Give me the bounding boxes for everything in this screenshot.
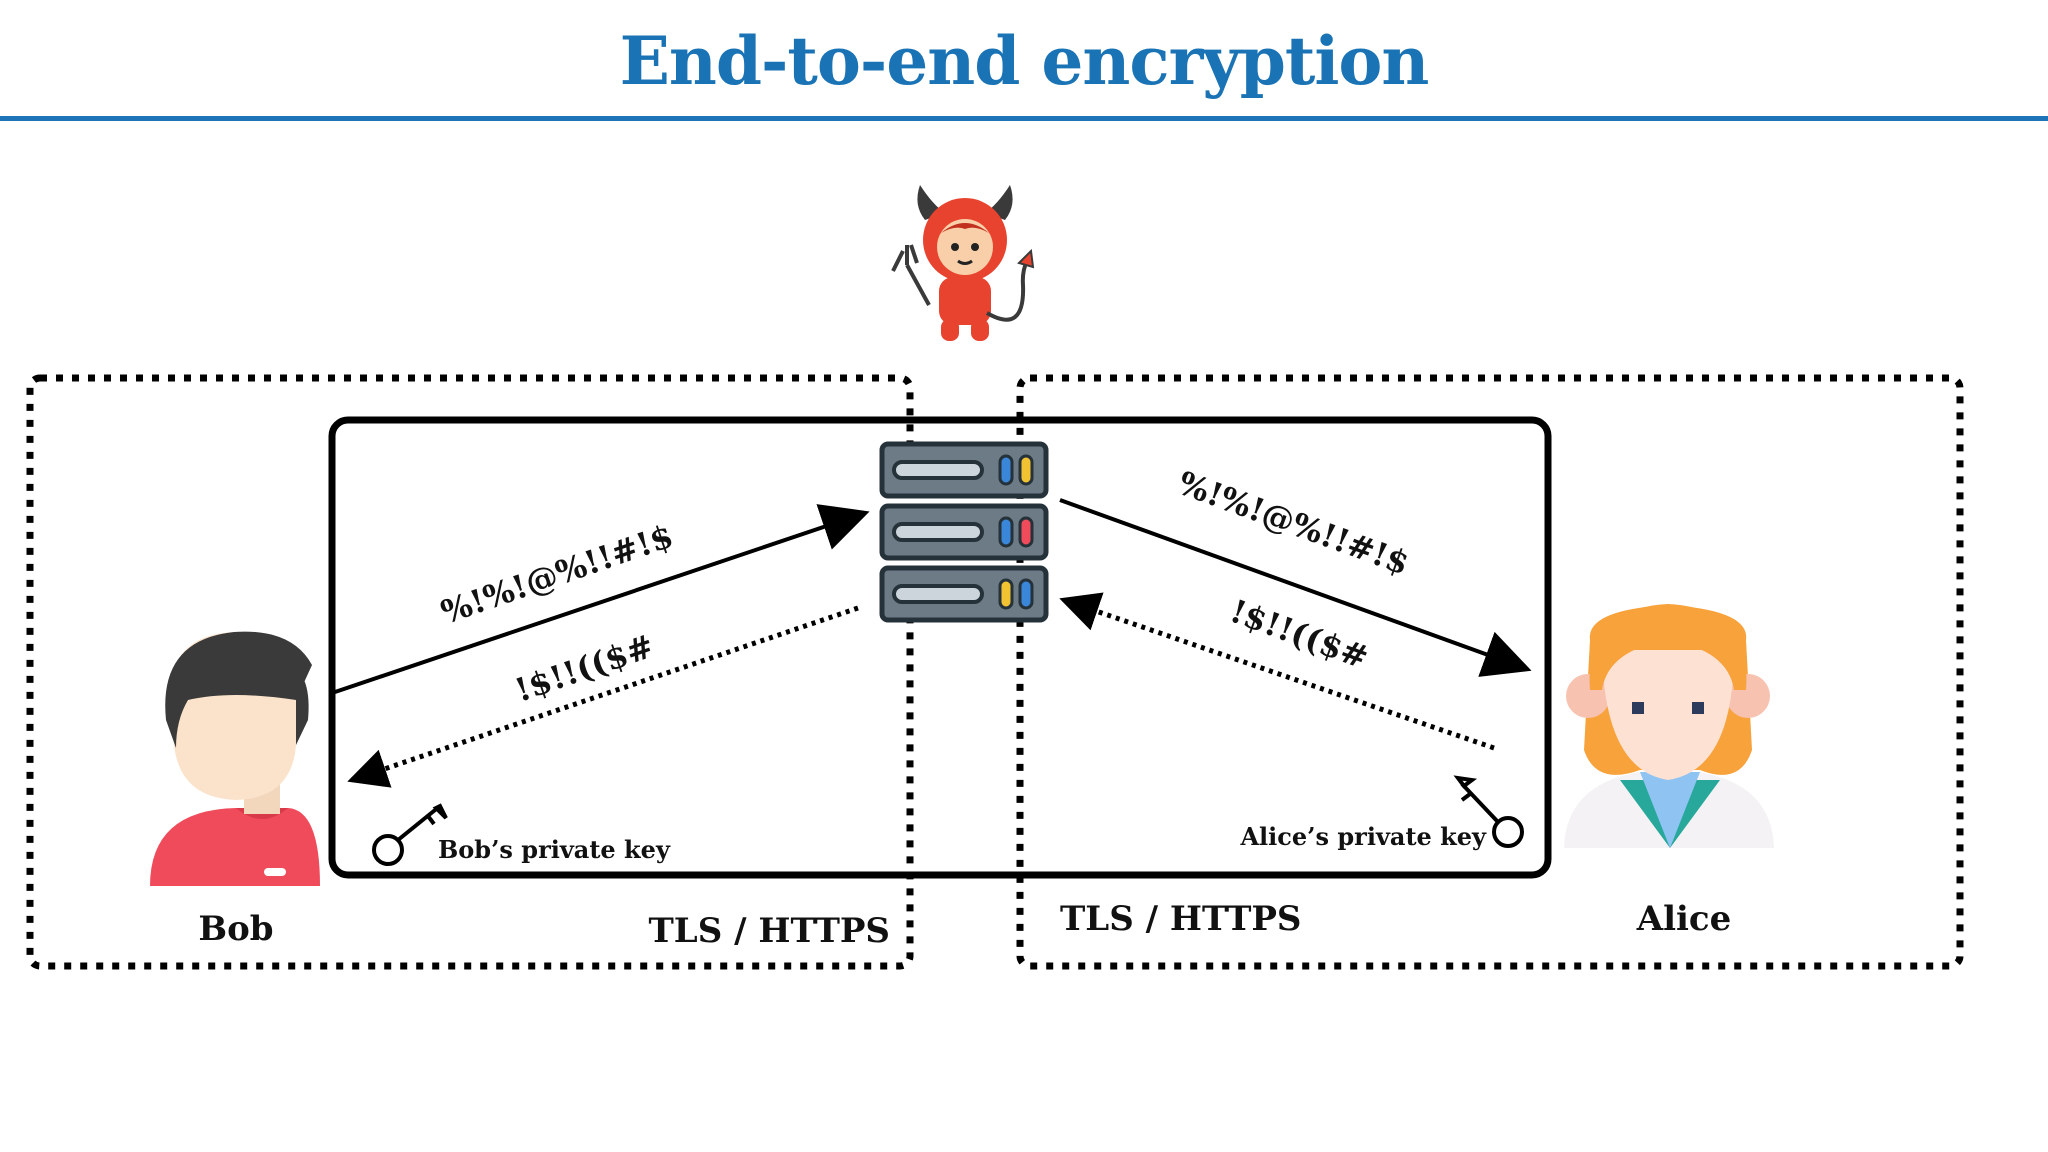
tls-boundary-left [26, 374, 914, 970]
woman-avatar-icon [1564, 604, 1774, 848]
tls-label-right: TLS / HTTPS [1060, 899, 1302, 939]
title-underline [0, 116, 2048, 121]
bob-name: Bob [198, 909, 273, 949]
tls-label-left: TLS / HTTPS [649, 911, 891, 951]
alice-key-label: Alice’s private key [1239, 822, 1487, 851]
key-icon [372, 803, 448, 866]
e2e-boundary [328, 416, 1552, 879]
arrow-bob-to-server [334, 504, 870, 694]
message-server-to-bob: !$!!(($# [510, 627, 658, 710]
message-server-to-alice: %!%!@%!!#!$ [1173, 464, 1414, 583]
arrow-alice-to-server [1059, 592, 1495, 751]
man-avatar-icon [150, 631, 320, 886]
devil-icon [891, 185, 1035, 341]
arrow-server-to-alice [1059, 498, 1532, 677]
tls-boundary-right [1016, 374, 1964, 970]
bob-key-label: Bob’s private key [438, 835, 671, 864]
message-bob-to-server: %!%!@%!!#!$ [436, 517, 678, 632]
arrow-server-to-bob [347, 605, 859, 788]
page-title: End-to-end encryption [619, 22, 1430, 100]
alice-name: Alice [1636, 899, 1732, 939]
key-icon [1453, 775, 1524, 848]
server-icon [879, 441, 1049, 623]
